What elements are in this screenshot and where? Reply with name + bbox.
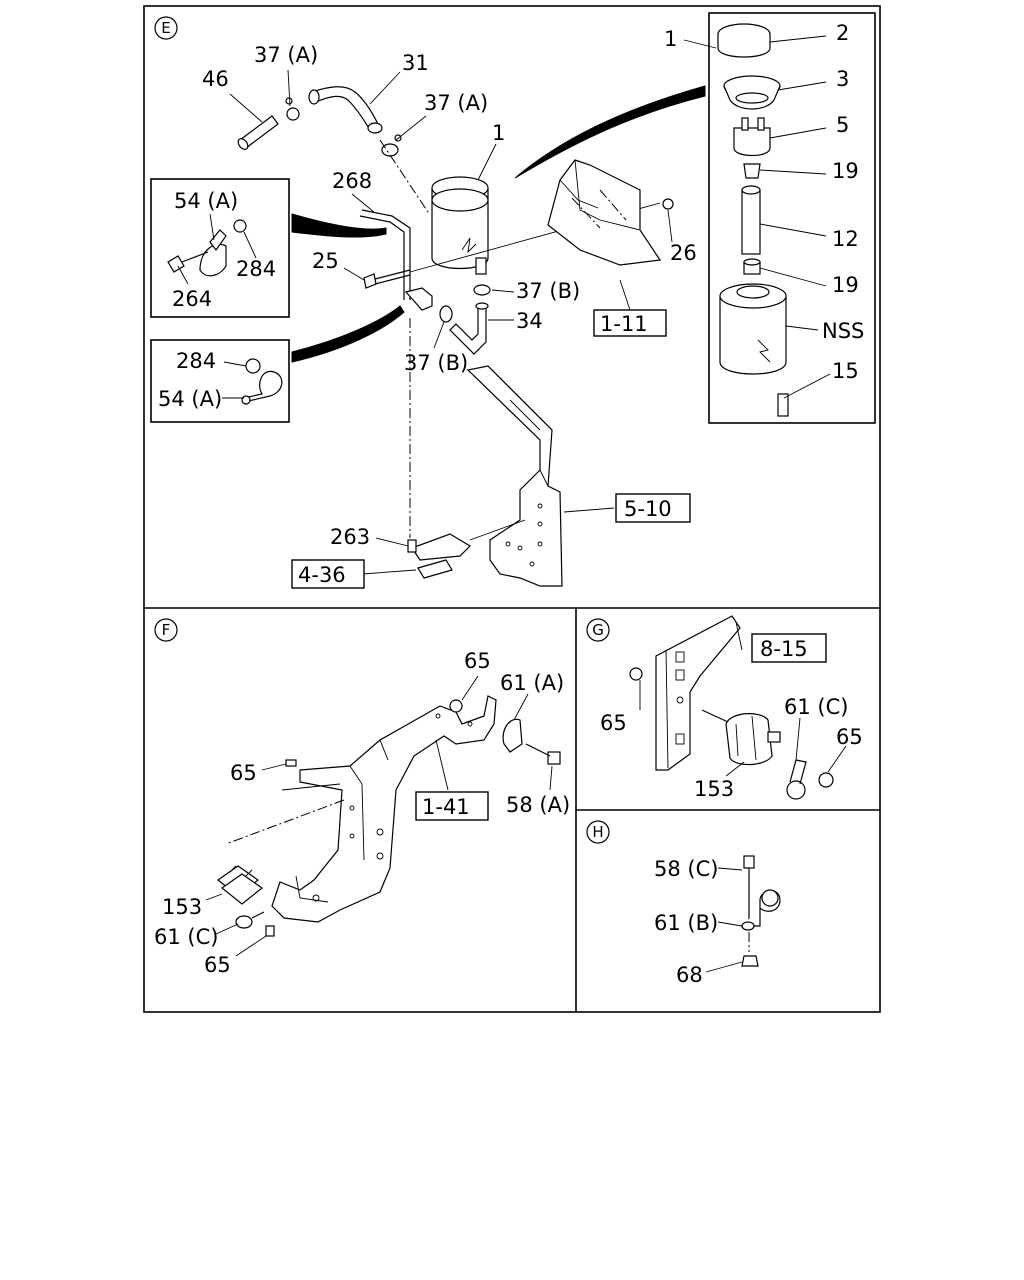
callout-e-46: 46 [202, 67, 229, 91]
section-h-leaders [705, 867, 743, 973]
callout-e-37a-mid: 37 (A) [424, 91, 488, 115]
section-marker-e: E [154, 16, 178, 40]
callout-detail-15: 15 [832, 359, 859, 383]
callout-e-34: 34 [516, 309, 543, 333]
section-marker-g: G [586, 618, 610, 642]
section-marker-f: F [154, 618, 178, 642]
svg-text:H: H [592, 823, 603, 841]
frame-lines [143, 5, 881, 1013]
callout-f-58a: 58 (A) [506, 793, 570, 817]
section-e-leaders [177, 35, 831, 575]
ref-box-1-11: 1-11 [593, 309, 667, 337]
callout-f-65-bottom: 65 [204, 953, 231, 977]
callout-detail-19-bottom: 19 [832, 273, 859, 297]
callout-e-54a-bottom: 54 (A) [158, 387, 222, 411]
callout-e-284-bottom: 284 [176, 349, 216, 373]
callout-e-31: 31 [402, 51, 429, 75]
callout-detail-5: 5 [836, 113, 849, 137]
callout-e-268: 268 [332, 169, 372, 193]
callout-e-1: 1 [492, 121, 505, 145]
callout-g-153: 153 [694, 777, 734, 801]
svg-text:F: F [162, 621, 171, 639]
section-f-drawing [216, 695, 561, 937]
section-g-leaders [639, 621, 847, 777]
ref-box-1-41: 1-41 [415, 791, 489, 821]
callout-detail-1: 1 [664, 27, 677, 51]
callout-e-37b-right: 37 (B) [516, 279, 580, 303]
section-marker-h: H [586, 820, 610, 844]
callout-e-25: 25 [312, 249, 339, 273]
section-g-drawing [629, 615, 834, 800]
callout-detail-19-top: 19 [832, 159, 859, 183]
callout-detail-2: 2 [836, 21, 849, 45]
callout-f-61c: 61 (C) [154, 925, 218, 949]
callout-e-26: 26 [670, 241, 697, 265]
ref-box-4-36: 4-36 [291, 559, 365, 589]
svg-text:1-11: 1-11 [600, 312, 648, 336]
callout-detail-3: 3 [836, 67, 849, 91]
callout-f-61a: 61 (A) [500, 671, 564, 695]
callout-h-68: 68 [676, 963, 703, 987]
svg-text:G: G [592, 621, 604, 639]
callout-g-65-right: 65 [836, 725, 863, 749]
callout-detail-nss: NSS [822, 319, 864, 343]
callout-h-61b: 61 (B) [654, 911, 718, 935]
callout-e-264: 264 [172, 287, 212, 311]
callout-g-65-left: 65 [600, 711, 627, 735]
callout-f-65-left: 65 [230, 761, 257, 785]
section-f-leaders [205, 675, 553, 957]
section-f-labels: 65 61 (A) 65 58 (A) 153 61 (C) 65 [154, 649, 570, 977]
svg-text:E: E [161, 19, 170, 37]
callout-e-37a-top: 37 (A) [254, 43, 318, 67]
section-g-labels: 65 61 (C) 65 153 [600, 695, 863, 801]
svg-text:4-36: 4-36 [298, 563, 346, 587]
callout-e-37b-left: 37 (B) [404, 351, 468, 375]
callout-detail-12: 12 [832, 227, 859, 251]
callout-f-153: 153 [162, 895, 202, 919]
svg-text:1-41: 1-41 [422, 795, 470, 819]
ref-box-5-10: 5-10 [615, 493, 691, 523]
callout-e-54a-top: 54 (A) [174, 189, 238, 213]
section-e-drawing [150, 12, 876, 587]
section-h-labels: 58 (C) 61 (B) 68 [654, 857, 718, 987]
svg-text:5-10: 5-10 [624, 497, 672, 521]
svg-text:8-15: 8-15 [760, 637, 808, 661]
section-h-drawing [741, 855, 781, 967]
section-e-labels: 37 (A) 31 46 37 (A) 1 268 54 (A) 284 264… [158, 21, 864, 549]
callout-e-263: 263 [330, 525, 370, 549]
callout-e-284-top: 284 [236, 257, 276, 281]
ref-box-8-15: 8-15 [751, 633, 827, 663]
callout-f-65-top: 65 [464, 649, 491, 673]
callout-h-58c: 58 (C) [654, 857, 718, 881]
callout-g-61c: 61 (C) [784, 695, 848, 719]
